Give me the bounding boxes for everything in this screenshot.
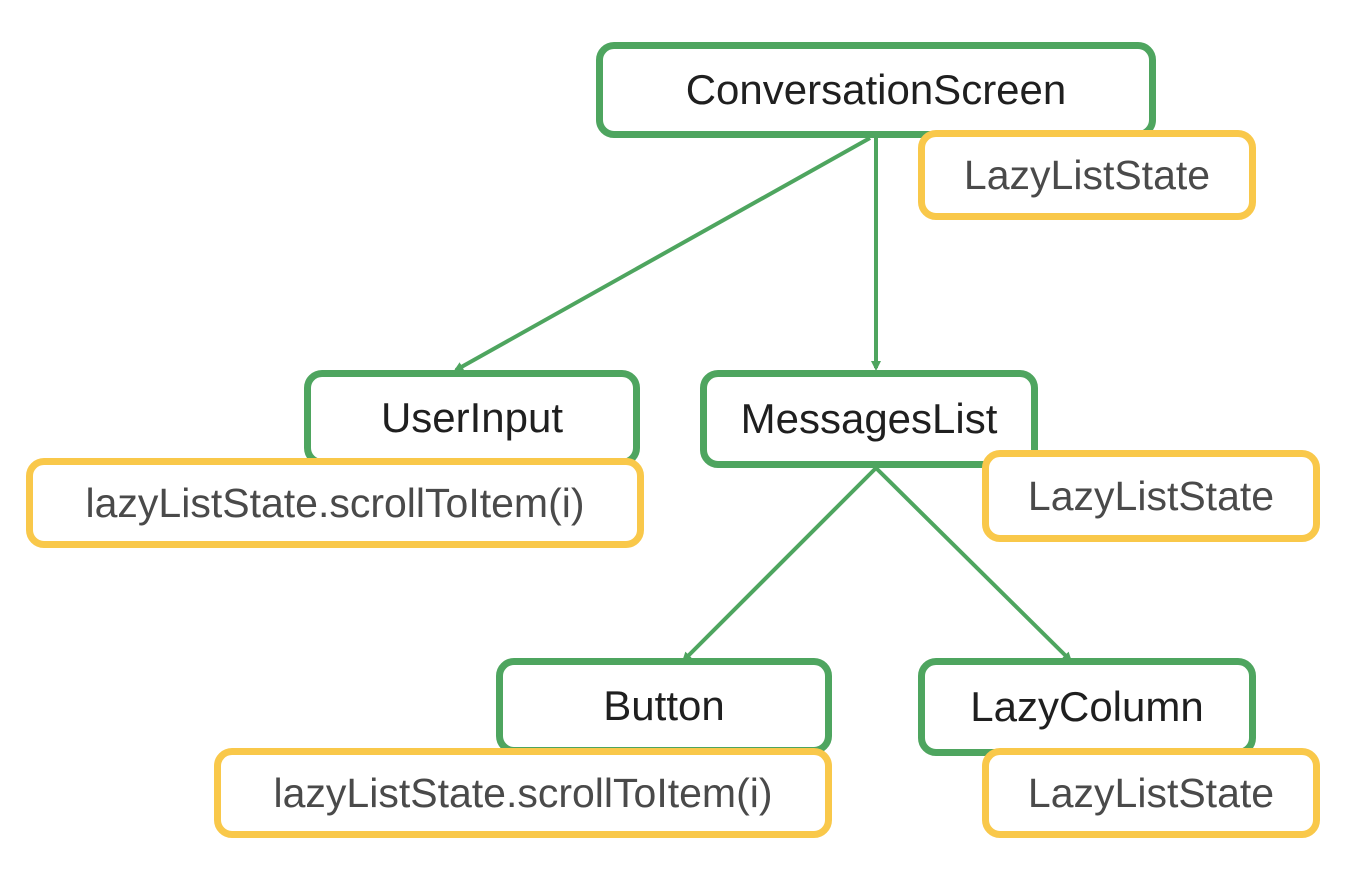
state-button-scrolltoitem: lazyListState.scrollToItem(i) — [214, 748, 832, 838]
state-user-input-scrolltoitem: lazyListState.scrollToItem(i) — [26, 458, 644, 548]
node-lazy-column: LazyColumn — [918, 658, 1256, 756]
state-conversation-screen-lazyliststate: LazyListState — [918, 130, 1256, 220]
node-messages-list: MessagesList — [700, 370, 1038, 468]
state-lazy-column-lazyliststate: LazyListState — [982, 748, 1320, 838]
node-button: Button — [496, 658, 832, 754]
state-messages-list-lazyliststate: LazyListState — [982, 450, 1320, 542]
edge-conversationscreen-userinput — [453, 136, 871, 372]
edge-messageslist-lazycolumn — [874, 466, 1073, 663]
edge-messageslist-button — [681, 466, 878, 663]
node-conversation-screen: ConversationScreen — [596, 42, 1156, 138]
node-user-input: UserInput — [304, 370, 640, 466]
